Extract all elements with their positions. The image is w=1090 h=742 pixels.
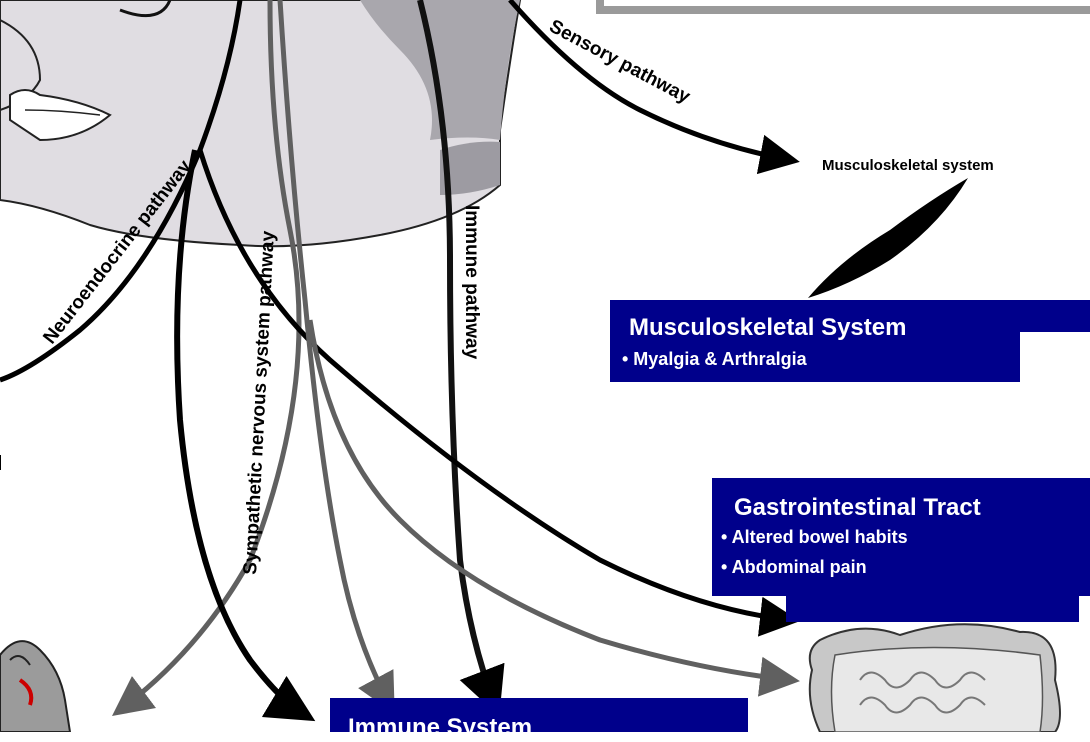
gastrointestinal-box-item: • Abdominal pain: [721, 554, 867, 580]
sympathetic-pathway-label: Sympathetic nervous system pathway: [240, 230, 279, 575]
musculoskeletal-box-title: Musculoskeletal System: [629, 314, 906, 342]
heart-icon: [0, 641, 70, 732]
gastrointestinal-box: Gastrointestinal Tract • Altered bowel h…: [712, 478, 1090, 596]
top-panel: [640, 0, 1090, 6]
gastrointestinal-box-title: Gastrointestinal Tract: [734, 494, 981, 522]
intestine-icon: [810, 624, 1060, 732]
gastrointestinal-box-item: • Altered bowel habits: [721, 524, 908, 550]
gastrointestinal-box-tail: [786, 596, 1079, 622]
musculoskeletal-box-item: • Myalgia & Arthralgia: [622, 346, 807, 372]
immune-pathway-label: Immune pathway: [461, 205, 482, 360]
musculoskeletal-target-label: Musculoskeletal system: [822, 157, 994, 174]
immune-box-title: Immune System: [348, 714, 532, 742]
muscle-icon: [808, 178, 968, 298]
musculoskeletal-box: Musculoskeletal System • Myalgia & Arthr…: [610, 300, 1020, 382]
immune-box: Immune System: [330, 698, 748, 732]
